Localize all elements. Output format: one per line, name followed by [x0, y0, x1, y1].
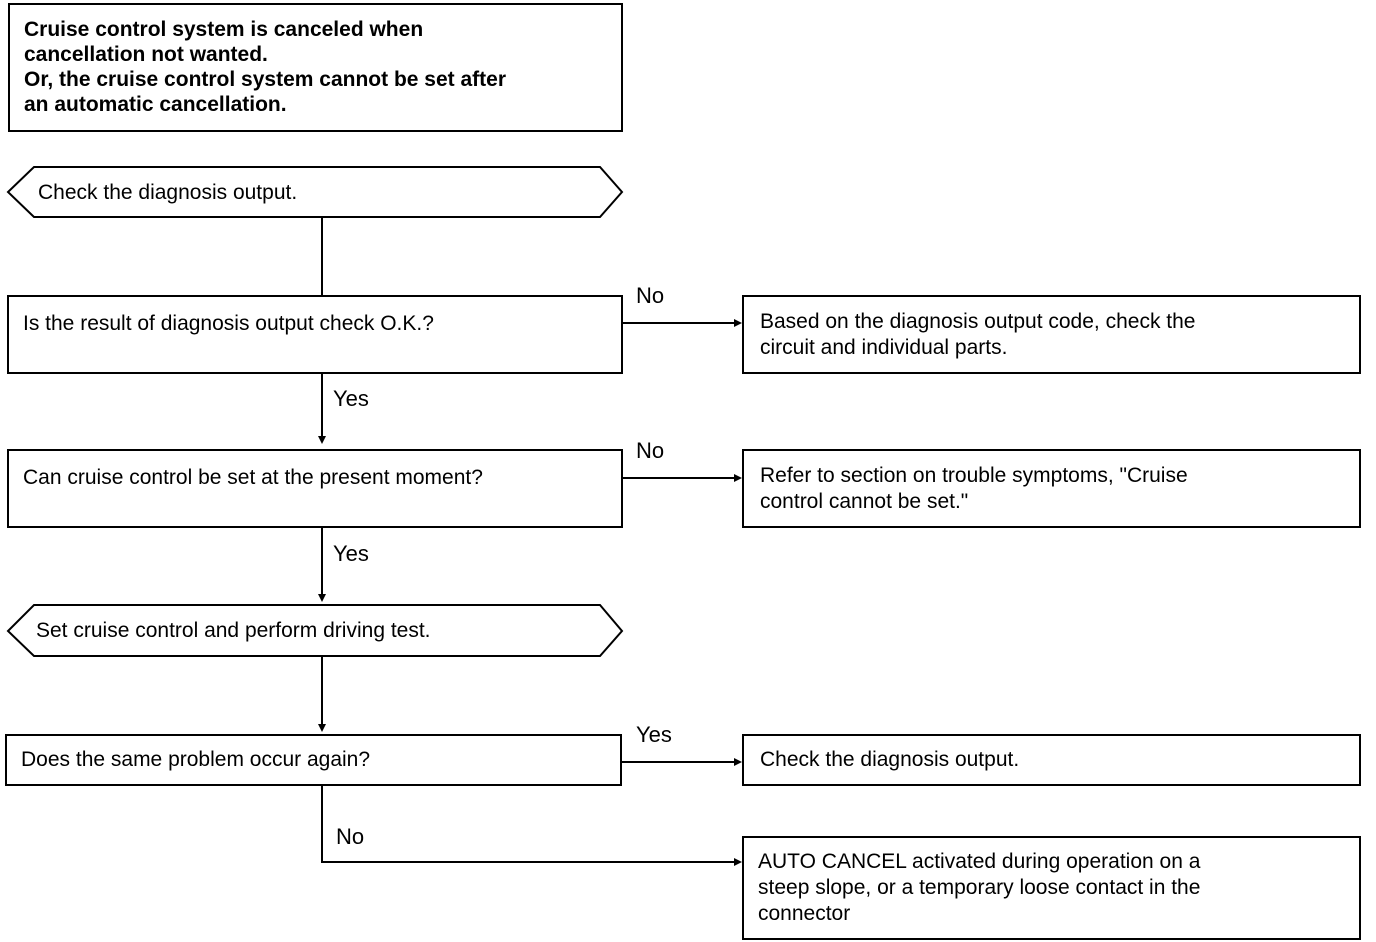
result-refer-text: Refer to section on trouble symptoms, "C…	[760, 464, 1188, 513]
set-test-text: Set cruise control and perform driving t…	[36, 619, 431, 642]
decision-can-set-text: Can cruise control be set at the present…	[23, 466, 483, 489]
arrowhead-b3	[734, 758, 742, 766]
check-output-text: Check the diagnosis output.	[38, 181, 298, 204]
decision-ok-text: Is the result of diagnosis output check …	[23, 312, 434, 335]
label-yes-3: Yes	[636, 722, 672, 747]
branch-no-3	[321, 786, 738, 863]
result-refer-box: Refer to section on trouble symptoms, "C…	[742, 449, 1361, 528]
label-yes-2: Yes	[333, 541, 369, 566]
decision-again-box: Does the same problem occur again?	[5, 734, 622, 786]
label-no-3: No	[336, 824, 365, 849]
arrowhead-b1	[734, 319, 742, 327]
label-no-1: No	[636, 283, 665, 308]
result-auto-cancel-text: AUTO CANCEL activated during operation o…	[758, 850, 1201, 925]
result-check-text: Check the diagnosis output.	[760, 748, 1020, 771]
decision-again-text: Does the same problem occur again?	[21, 748, 371, 771]
problem-title-box: Cruise control system is canceled when c…	[8, 3, 623, 132]
arrowhead-b4	[734, 858, 742, 866]
decision-can-set-box: Can cruise control be set at the present…	[7, 449, 623, 528]
label-yes-1: Yes	[333, 386, 369, 411]
result-parts-box: Based on the diagnosis output code, chec…	[742, 295, 1361, 374]
arrowhead-b2	[734, 474, 742, 482]
check-output-shape	[6, 166, 624, 218]
problem-title-text: Cruise control system is canceled when c…	[24, 18, 506, 116]
arrowhead-4	[318, 724, 326, 732]
decision-ok-box: Is the result of diagnosis output check …	[7, 295, 623, 374]
arrowhead-2	[318, 436, 326, 444]
label-no-2: No	[636, 438, 665, 463]
result-parts-text: Based on the diagnosis output code, chec…	[760, 310, 1196, 359]
arrowhead-3	[318, 594, 326, 602]
result-auto-cancel-box: AUTO CANCEL activated during operation o…	[742, 836, 1361, 940]
result-check-box: Check the diagnosis output.	[742, 734, 1361, 786]
set-test-shape	[6, 604, 624, 657]
